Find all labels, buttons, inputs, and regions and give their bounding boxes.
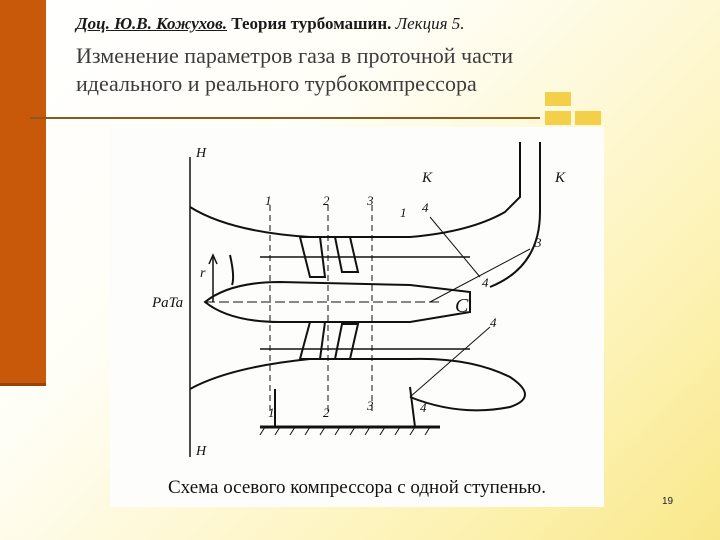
label-pa-ta: PaTa (151, 295, 183, 311)
casing-upper-outer (489, 142, 541, 288)
label-1-right: 1 (400, 205, 407, 220)
accent-bar-shadow (0, 383, 46, 386)
blade-stator-top (333, 236, 360, 273)
label-k-right: К (554, 170, 566, 186)
hub (203, 280, 471, 323)
blade-guide (229, 254, 235, 286)
title-line-1: Изменение параметров газа в проточной ча… (76, 43, 514, 68)
label-c: C (455, 295, 469, 317)
decor-square-1 (545, 92, 571, 106)
support-right (409, 386, 416, 428)
casing-upper (189, 142, 521, 238)
label-3-right: 3 (534, 235, 542, 250)
decor-square-2 (545, 111, 571, 125)
figure-caption: Схема осевого компрессора с одной ступен… (168, 477, 546, 498)
compressor-figure: Н Н К К PaTa r C 1 2 3 1 4 3 4 4 1 2 3 4… (110, 127, 604, 507)
leader-3 (429, 248, 531, 303)
page-number: 19 (662, 496, 674, 507)
blade-rotor-bottom (298, 321, 327, 360)
title-line-2: идеального и реального турбокомпрессора (76, 71, 477, 96)
decor-square-3 (575, 111, 601, 125)
blade-stator-bottom (333, 323, 360, 360)
leader-4-upper (429, 216, 481, 278)
accent-bar (0, 0, 46, 383)
slide-title: Изменение параметров газа в проточной ча… (76, 42, 636, 98)
blade-rotor-top (298, 236, 327, 278)
leader-4-lower (409, 326, 491, 398)
label-4-low: 4 (490, 315, 497, 330)
label-1-bottom: 1 (268, 405, 275, 420)
label-h-bottom: Н (195, 444, 207, 459)
label-4-top: 4 (422, 200, 429, 215)
header-lecture: Лекция 5. (395, 14, 465, 33)
r-arrow-head (208, 253, 218, 265)
compressor-diagram: Н Н К К PaTa r C 1 2 3 1 4 3 4 4 1 2 3 4 (151, 142, 566, 459)
label-3-top: 3 (366, 193, 374, 208)
label-h-top: Н (195, 146, 207, 161)
casing-lower (189, 357, 526, 412)
label-4-mid: 4 (482, 275, 489, 290)
label-4-bottom: 4 (420, 400, 427, 415)
label-2-top: 2 (323, 193, 330, 208)
title-divider (30, 117, 540, 119)
label-2-bottom: 2 (323, 405, 330, 420)
label-k-left: К (421, 170, 433, 186)
label-3-bottom: 3 (366, 398, 374, 413)
header-course: Теория турбомашин. (231, 14, 392, 33)
header-author: Доц. Ю.В. Кожухов. (76, 14, 227, 33)
slide-header: Доц. Ю.В. Кожухов. Теория турбомашин. Ле… (76, 14, 465, 34)
label-r: r (200, 266, 206, 281)
base-hatch (259, 426, 431, 436)
label-1-top: 1 (265, 193, 272, 208)
